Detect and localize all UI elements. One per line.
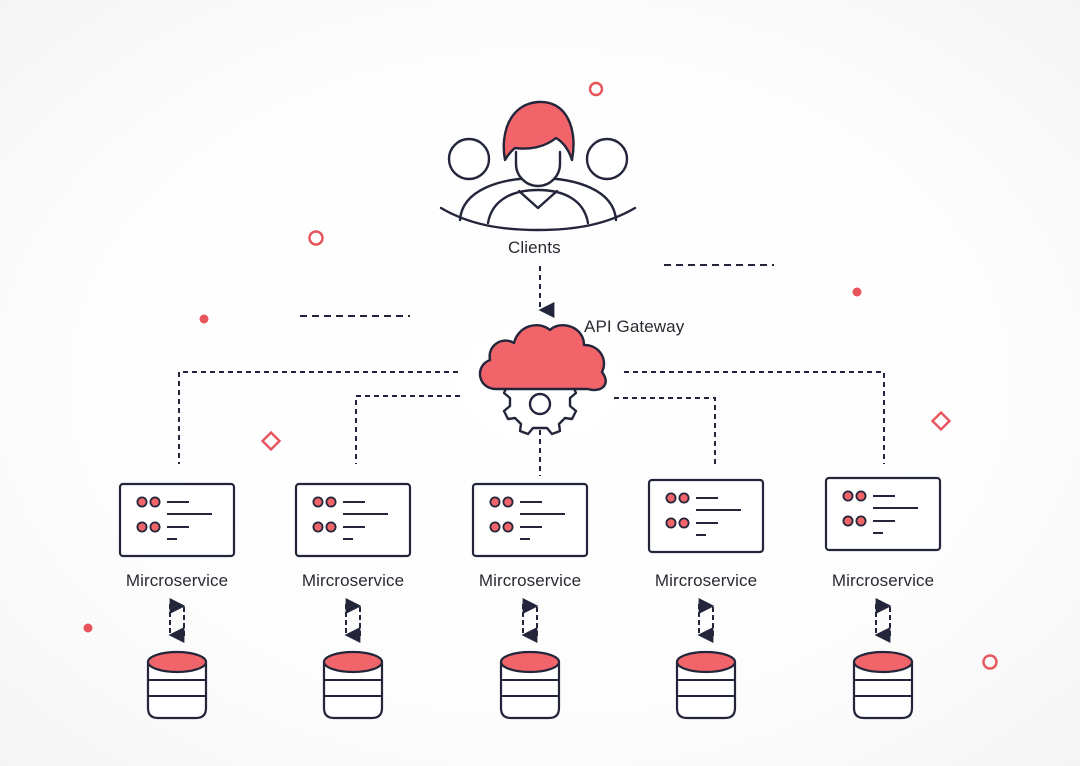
server-window-icon	[647, 478, 765, 554]
decor-ring-icon	[588, 81, 604, 97]
decor-dot-icon	[852, 287, 862, 297]
cloud-gear-icon	[478, 324, 607, 436]
decor-dots	[83, 287, 862, 633]
connectors	[178, 266, 885, 476]
api-gateway-label: API Gateway	[584, 317, 685, 336]
services-layer	[118, 476, 942, 720]
microservice-column-2	[294, 482, 412, 720]
database-icon	[675, 650, 737, 720]
clients-label: Clients	[508, 238, 561, 257]
database-icon	[499, 650, 561, 720]
database-icon	[146, 650, 208, 720]
server-window-icon	[294, 482, 412, 558]
bidirectional-arrow-icon	[697, 598, 715, 643]
microservice-label-4: Mircroservice	[654, 571, 758, 590]
microservice-label-3: Mircroservice	[478, 571, 582, 590]
decor-ring-icon	[982, 654, 998, 670]
user-group-icon	[439, 100, 637, 232]
bidirectional-arrow-icon	[521, 598, 539, 643]
decor-dashes	[300, 264, 774, 317]
decor-dot-icon	[199, 314, 209, 324]
bidirectional-arrow-icon	[344, 598, 362, 643]
server-window-icon	[824, 476, 942, 552]
microservice-column-3	[471, 482, 589, 720]
microservice-label-1: Mircroservice	[125, 571, 229, 590]
decor-ring-icon	[308, 230, 324, 246]
decor-diamond-icon	[930, 410, 952, 432]
bidirectional-arrow-icon	[168, 598, 186, 643]
server-window-icon	[118, 482, 236, 558]
microservice-column-1	[118, 482, 236, 720]
decorations	[260, 81, 998, 670]
decor-diamond-icon	[260, 430, 282, 452]
database-icon	[852, 650, 914, 720]
decor-dot-icon	[83, 623, 93, 633]
database-icon	[322, 650, 384, 720]
microservice-column-4	[647, 478, 765, 720]
microservice-label-5: Mircroservice	[831, 571, 935, 590]
microservice-column-5	[824, 476, 942, 720]
bidirectional-arrow-icon	[874, 598, 892, 643]
microservice-label-2: Mircroservice	[301, 571, 405, 590]
server-window-icon	[471, 482, 589, 558]
